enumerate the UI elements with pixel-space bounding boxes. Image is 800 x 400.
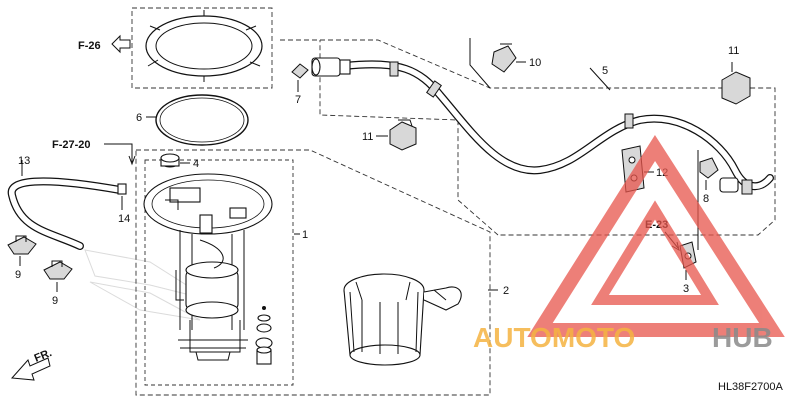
- fuel-hose-13: 13: [7, 155, 124, 250]
- callout-3: 3: [683, 283, 689, 295]
- gasket-ring: 6: [136, 94, 249, 146]
- clip-8: 8: [699, 157, 719, 205]
- clip-9-lower: 9: [43, 260, 73, 307]
- callout-10: 10: [529, 57, 541, 69]
- watermark-part2: HUB: [712, 322, 773, 353]
- callout-11a: 11: [362, 131, 373, 143]
- callout-2: 2: [503, 285, 509, 297]
- fuel-hose-5: 5: [311, 57, 774, 195]
- f26-reference: F-26: [78, 34, 131, 54]
- clip-11-middle: 11: [362, 119, 417, 151]
- lock-ring: [145, 10, 263, 82]
- f2720-reference: F-27-20: [52, 139, 136, 166]
- pump-holder-2: 2: [343, 273, 509, 366]
- clip-7: 7: [291, 63, 309, 106]
- f2720-label: F-27-20: [52, 139, 91, 151]
- fr-label: FR.: [33, 347, 54, 365]
- group-frame-lines: [131, 7, 776, 396]
- callout-14: 14: [118, 213, 130, 225]
- clip-10: 10: [491, 43, 541, 73]
- callout-8: 8: [703, 193, 709, 205]
- f26-label: F-26: [78, 40, 101, 52]
- clip-11-right: 11: [721, 45, 751, 105]
- clip-9-upper: 9: [7, 235, 37, 281]
- callout-13: 13: [18, 155, 30, 167]
- o-rings: [255, 306, 273, 365]
- front-arrow: FR.: [10, 347, 54, 381]
- diagram-code: HL38F2700A: [718, 381, 783, 393]
- callout-7: 7: [295, 94, 301, 106]
- callout-9b: 9: [52, 295, 58, 307]
- automotohub-watermark: [527, 134, 785, 337]
- callout-11b: 11: [728, 45, 739, 57]
- callout-1: 1: [302, 229, 308, 241]
- clamp-14: 14: [117, 183, 130, 225]
- watermark-part1: AUTOMOTO: [473, 322, 635, 353]
- callout-6: 6: [136, 112, 142, 124]
- automotohub-text: AUTOMOTO HUB: [473, 322, 773, 353]
- callout-9a: 9: [15, 269, 21, 281]
- callout-4: 4: [193, 158, 199, 170]
- fuel-pump-assembly: 1: [143, 173, 308, 361]
- cap-4: 4: [160, 153, 199, 170]
- callout-5: 5: [602, 65, 608, 77]
